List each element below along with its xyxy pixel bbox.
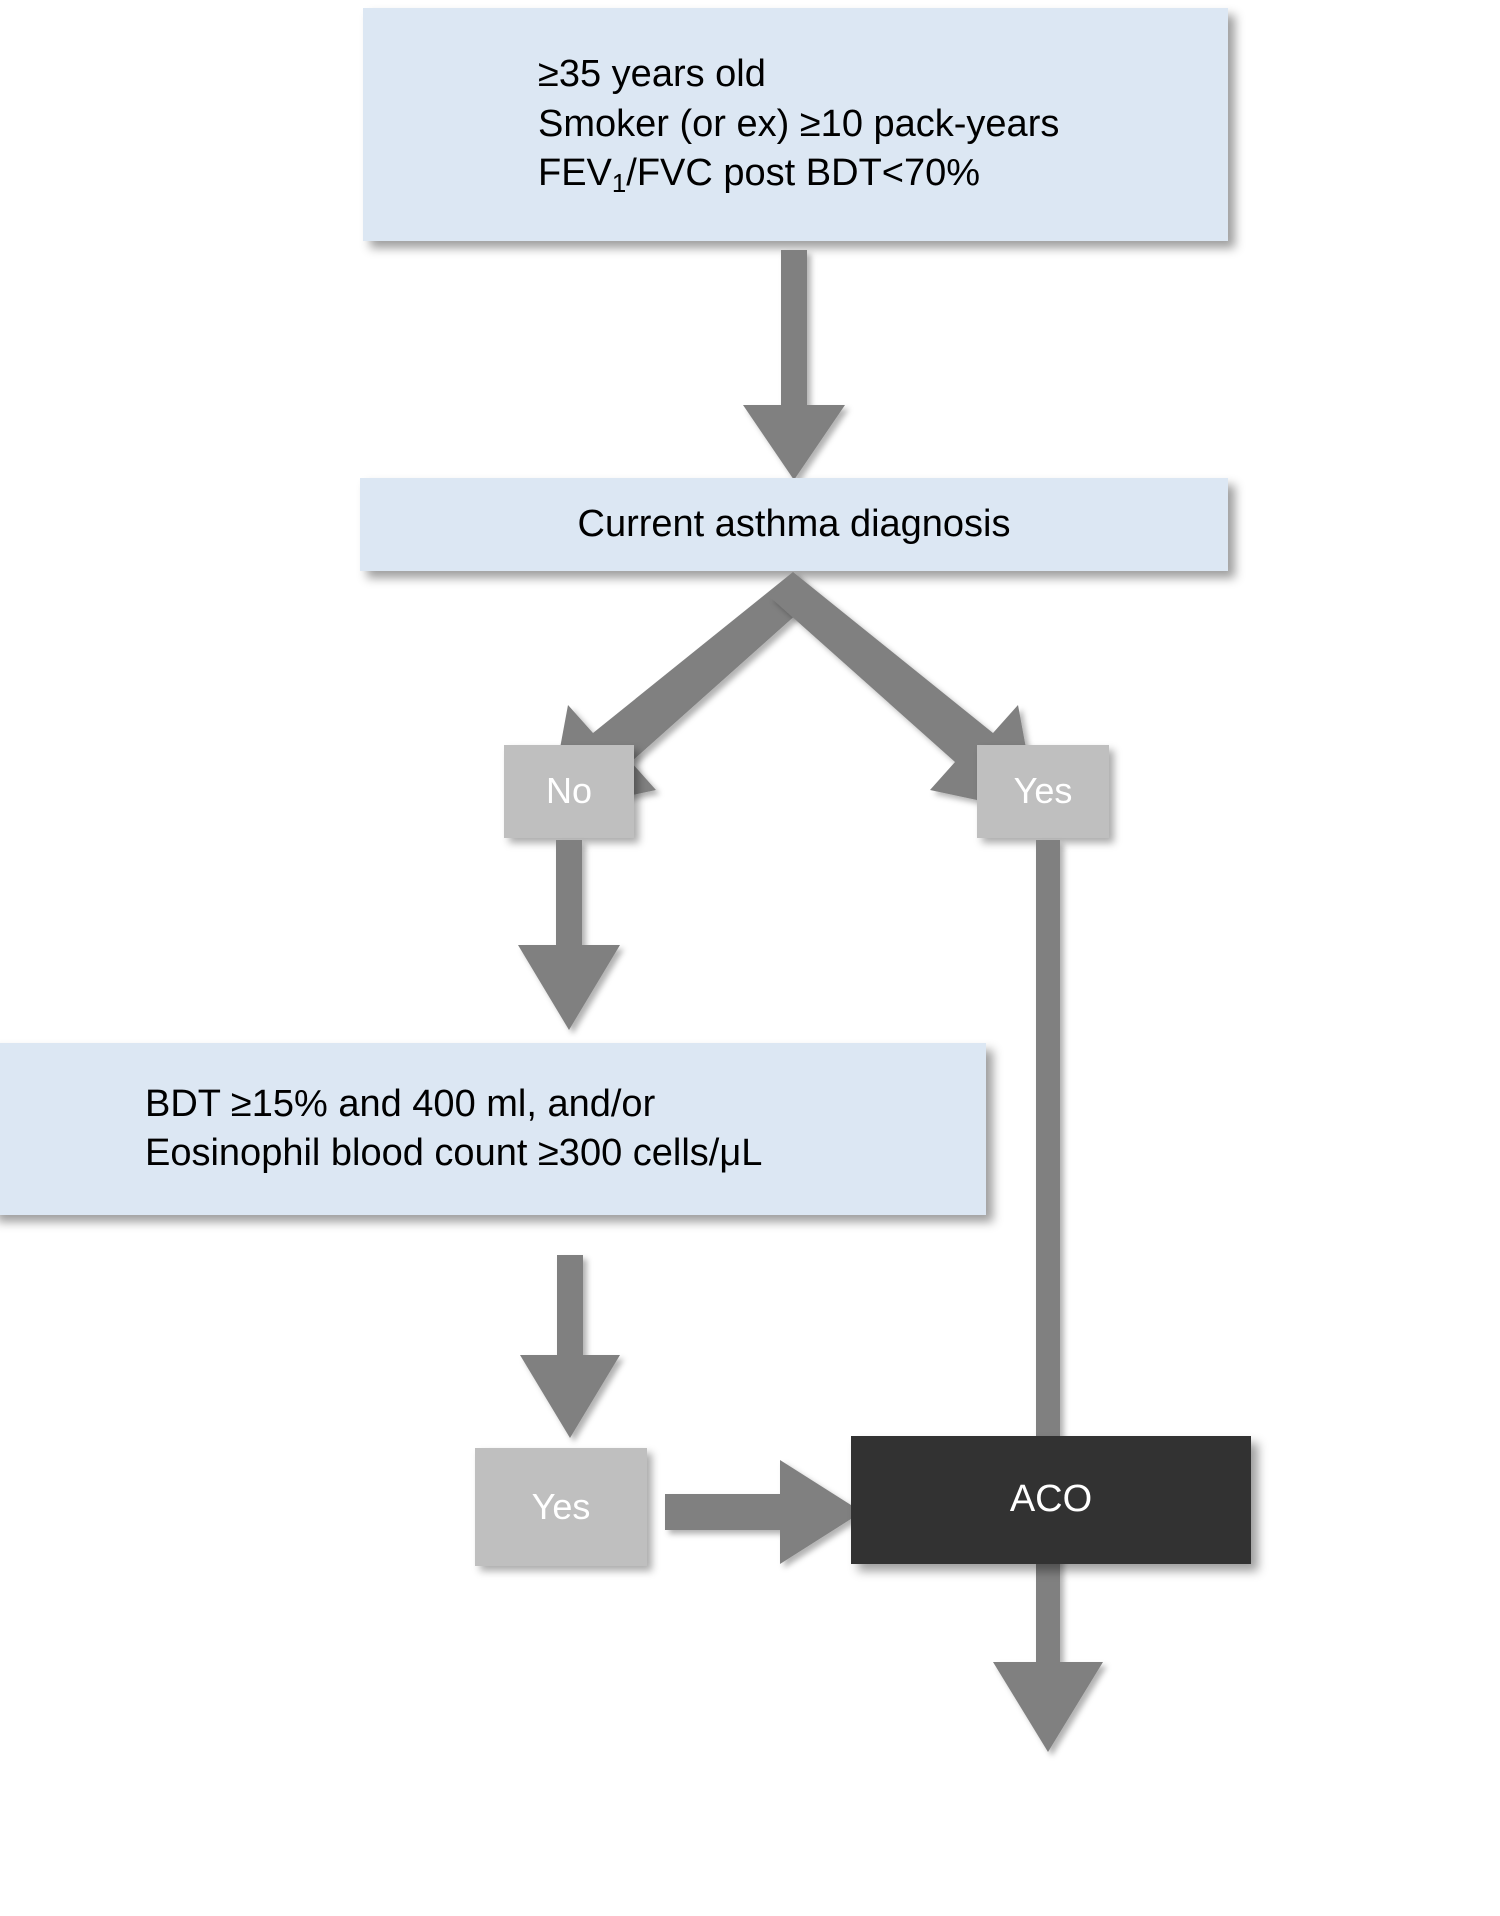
criteria-box-rect xyxy=(363,8,1228,241)
asthma-box-rect xyxy=(360,478,1228,571)
bdt-box-rect xyxy=(0,1043,986,1215)
arrow-yes-to-aco xyxy=(665,1460,862,1564)
arrow-no-to-bdt xyxy=(518,840,620,1030)
aco-box-rect xyxy=(851,1436,1251,1564)
arrow-criteria-to-asthma xyxy=(743,250,845,480)
arrow-yes-right-to-aco xyxy=(993,840,1103,1752)
arrow-asthma-to-yes xyxy=(770,572,1038,813)
yes-chip-right-rect xyxy=(977,745,1109,838)
arrow-bdt-to-yes xyxy=(520,1255,620,1438)
no-chip-rect xyxy=(504,745,634,838)
yes-chip-bottom-rect xyxy=(475,1448,647,1566)
